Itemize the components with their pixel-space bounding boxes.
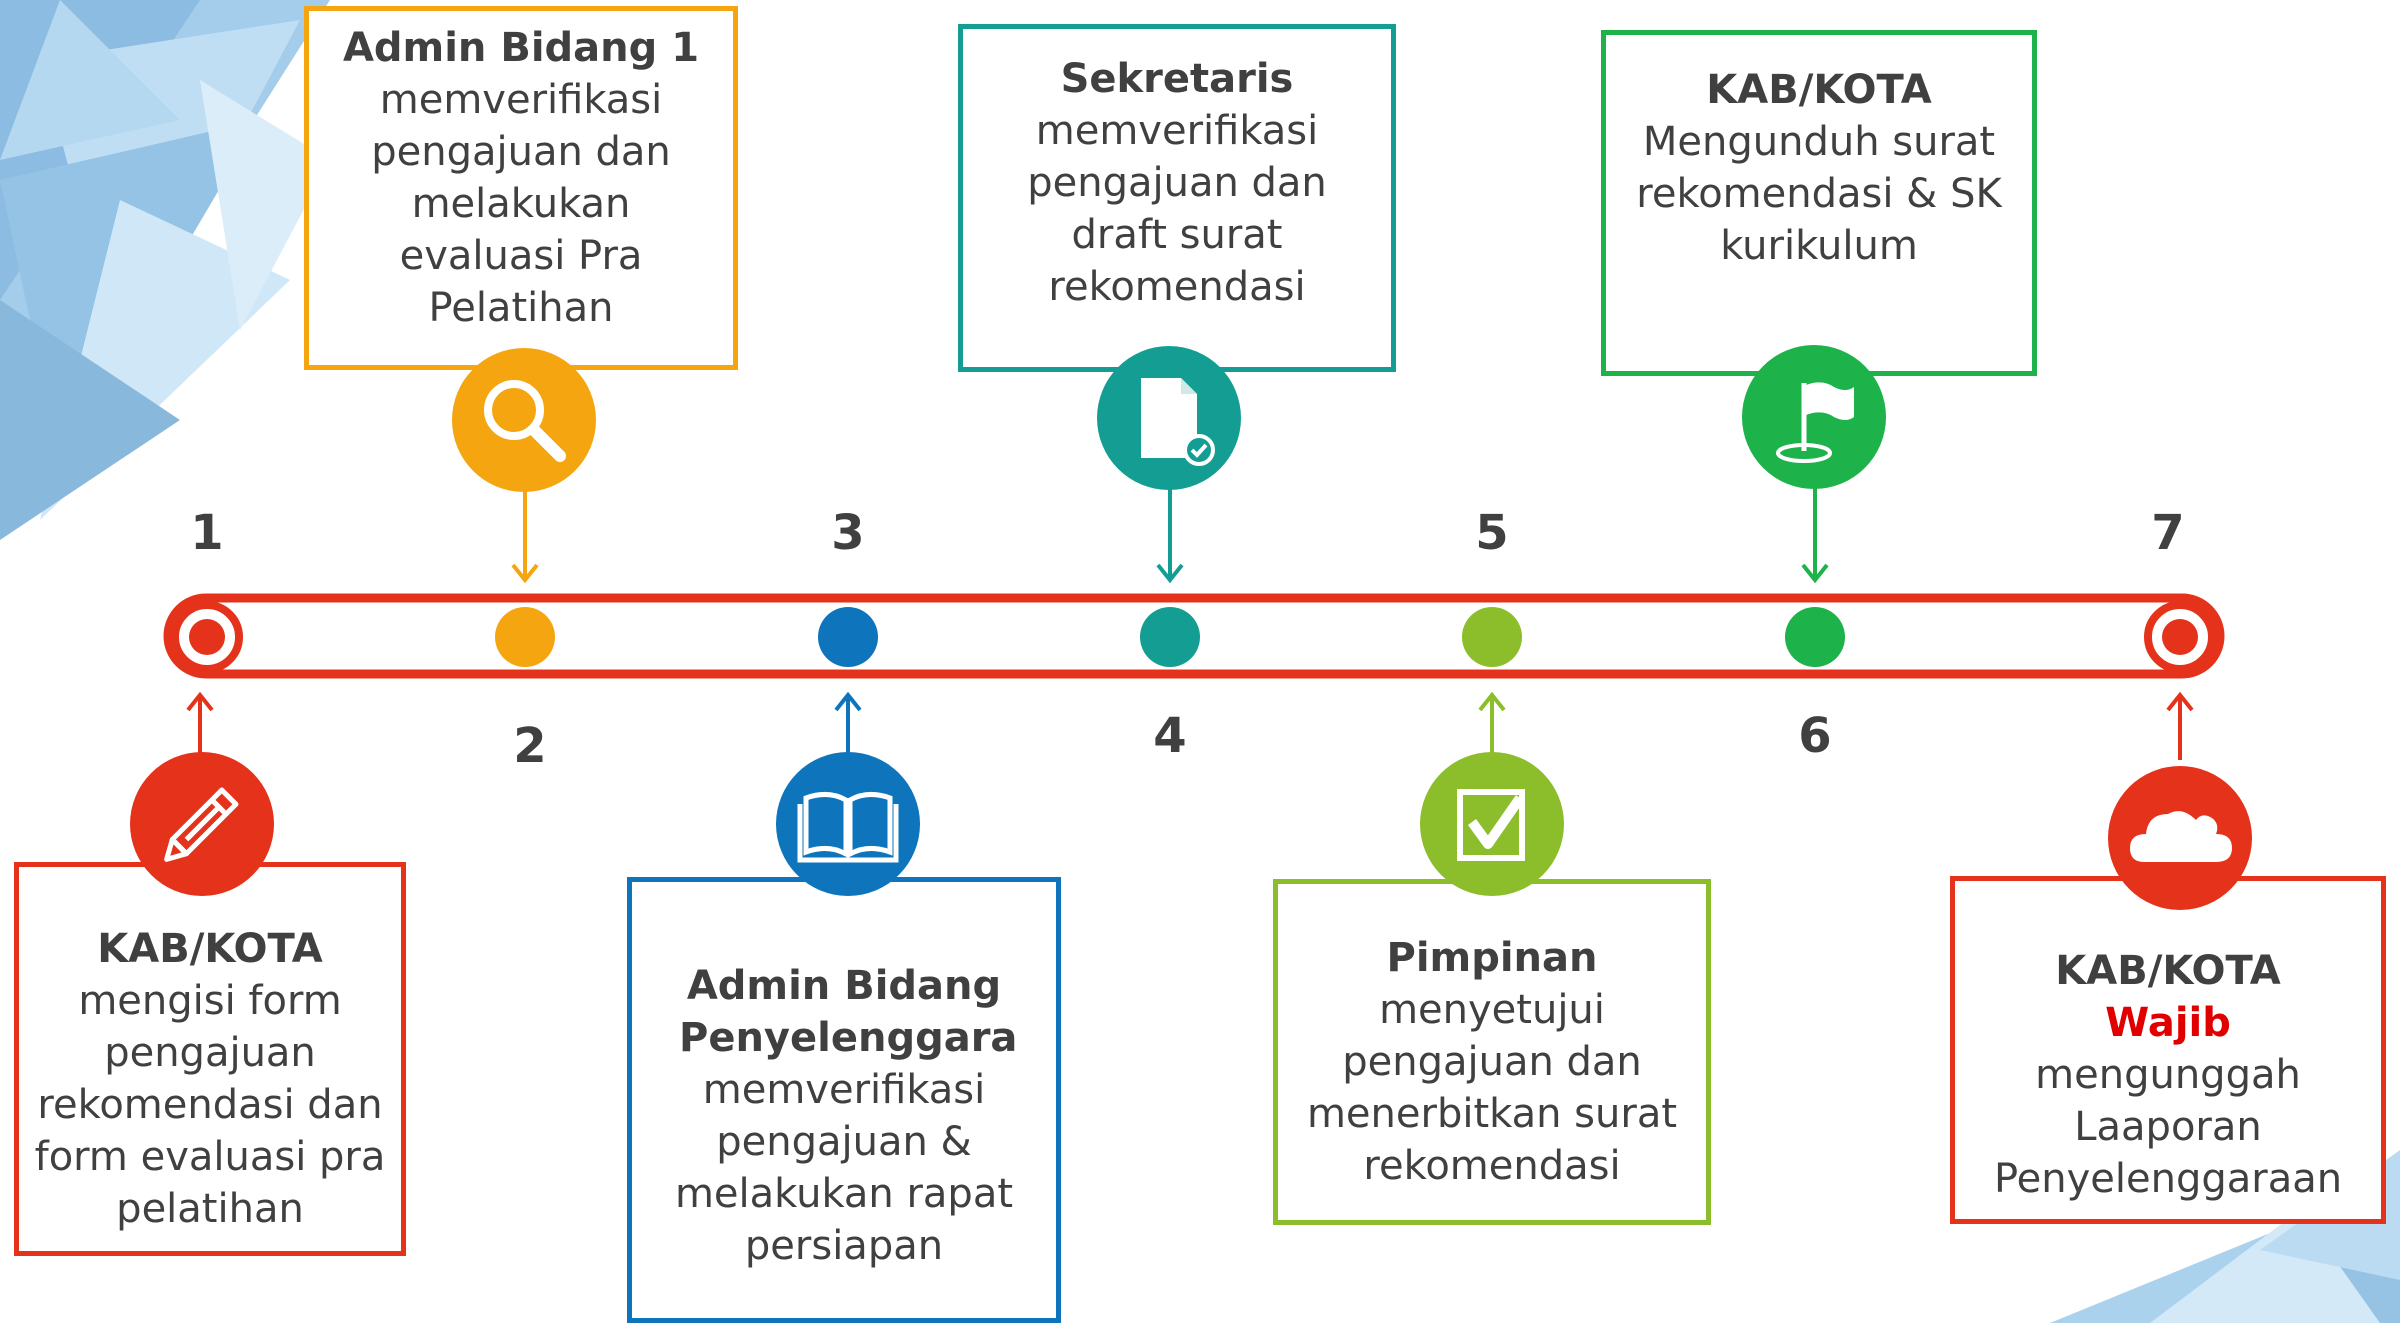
step-box-1: KAB/KOTA mengisi form pengajuan rekomend… — [14, 862, 406, 1256]
book-icon — [776, 752, 920, 896]
step-number-3: 3 — [831, 505, 865, 561]
step-text-6: Mengunduh surat rekomendasi & SK kurikul… — [1636, 119, 2002, 269]
step-number-7: 7 — [2151, 505, 2185, 561]
timeline-dot-5 — [1462, 607, 1522, 667]
step-number-4: 4 — [1153, 708, 1187, 764]
timeline-dot-2 — [495, 607, 555, 667]
step-box-6: KAB/KOTA Mengunduh surat rekomendasi & S… — [1601, 30, 2037, 376]
step-note-7: Wajib — [2105, 1000, 2231, 1046]
step-title-4: Sekretaris — [1060, 56, 1294, 102]
step-text-1: mengisi form pengajuan rekomendasi dan f… — [34, 978, 386, 1232]
step-text-4: memverifikasi pengajuan dan draft surat … — [1027, 108, 1327, 310]
cloud-icon — [2108, 766, 2252, 910]
step-text-3: memverifikasi pengajuan & melakukan rapa… — [674, 1067, 1014, 1269]
step-box-4: Sekretaris memverifikasi pengajuan dan d… — [958, 24, 1396, 372]
flag-icon — [1742, 345, 1886, 489]
step-title-1: KAB/KOTA — [97, 926, 323, 972]
step-box-7: KAB/KOTA Wajib mengunggah Laaporan Penye… — [1950, 876, 2386, 1224]
step-text-7: mengunggah Laaporan Penyelenggaraan — [1993, 1052, 2343, 1202]
step-box-5: Pimpinan menyetujui pengajuan dan menerb… — [1273, 879, 1711, 1225]
step-text-2: memverifikasi pengajuan dan melakukan ev… — [371, 77, 671, 331]
step-title-3: Admin Bidang Penyelenggara — [679, 963, 1018, 1061]
document-check-icon — [1097, 346, 1241, 490]
timeline-bar — [163, 593, 2225, 679]
timeline-dot-4 — [1140, 607, 1200, 667]
checkbox-icon — [1420, 752, 1564, 896]
step-box-2: Admin Bidang 1 memverifikasi pengajuan d… — [304, 6, 738, 370]
step-box-3: Admin Bidang Penyelenggara memverifikasi… — [627, 877, 1061, 1323]
step-number-2: 2 — [513, 718, 547, 774]
step-title-6: KAB/KOTA — [1706, 67, 1932, 113]
pencil-icon — [130, 752, 274, 896]
timeline-dot-3 — [818, 607, 878, 667]
step-number-1: 1 — [190, 505, 224, 561]
step-number-6: 6 — [1798, 708, 1832, 764]
step-title-2: Admin Bidang 1 — [342, 25, 700, 71]
timeline-dot-6 — [1785, 607, 1845, 667]
magnifier-icon — [452, 348, 596, 492]
step-title-5: Pimpinan — [1386, 935, 1598, 981]
step-title-7: KAB/KOTA — [2055, 948, 2281, 994]
step-number-5: 5 — [1475, 505, 1509, 561]
step-text-5: menyetujui pengajuan dan menerbitkan sur… — [1306, 987, 1678, 1189]
